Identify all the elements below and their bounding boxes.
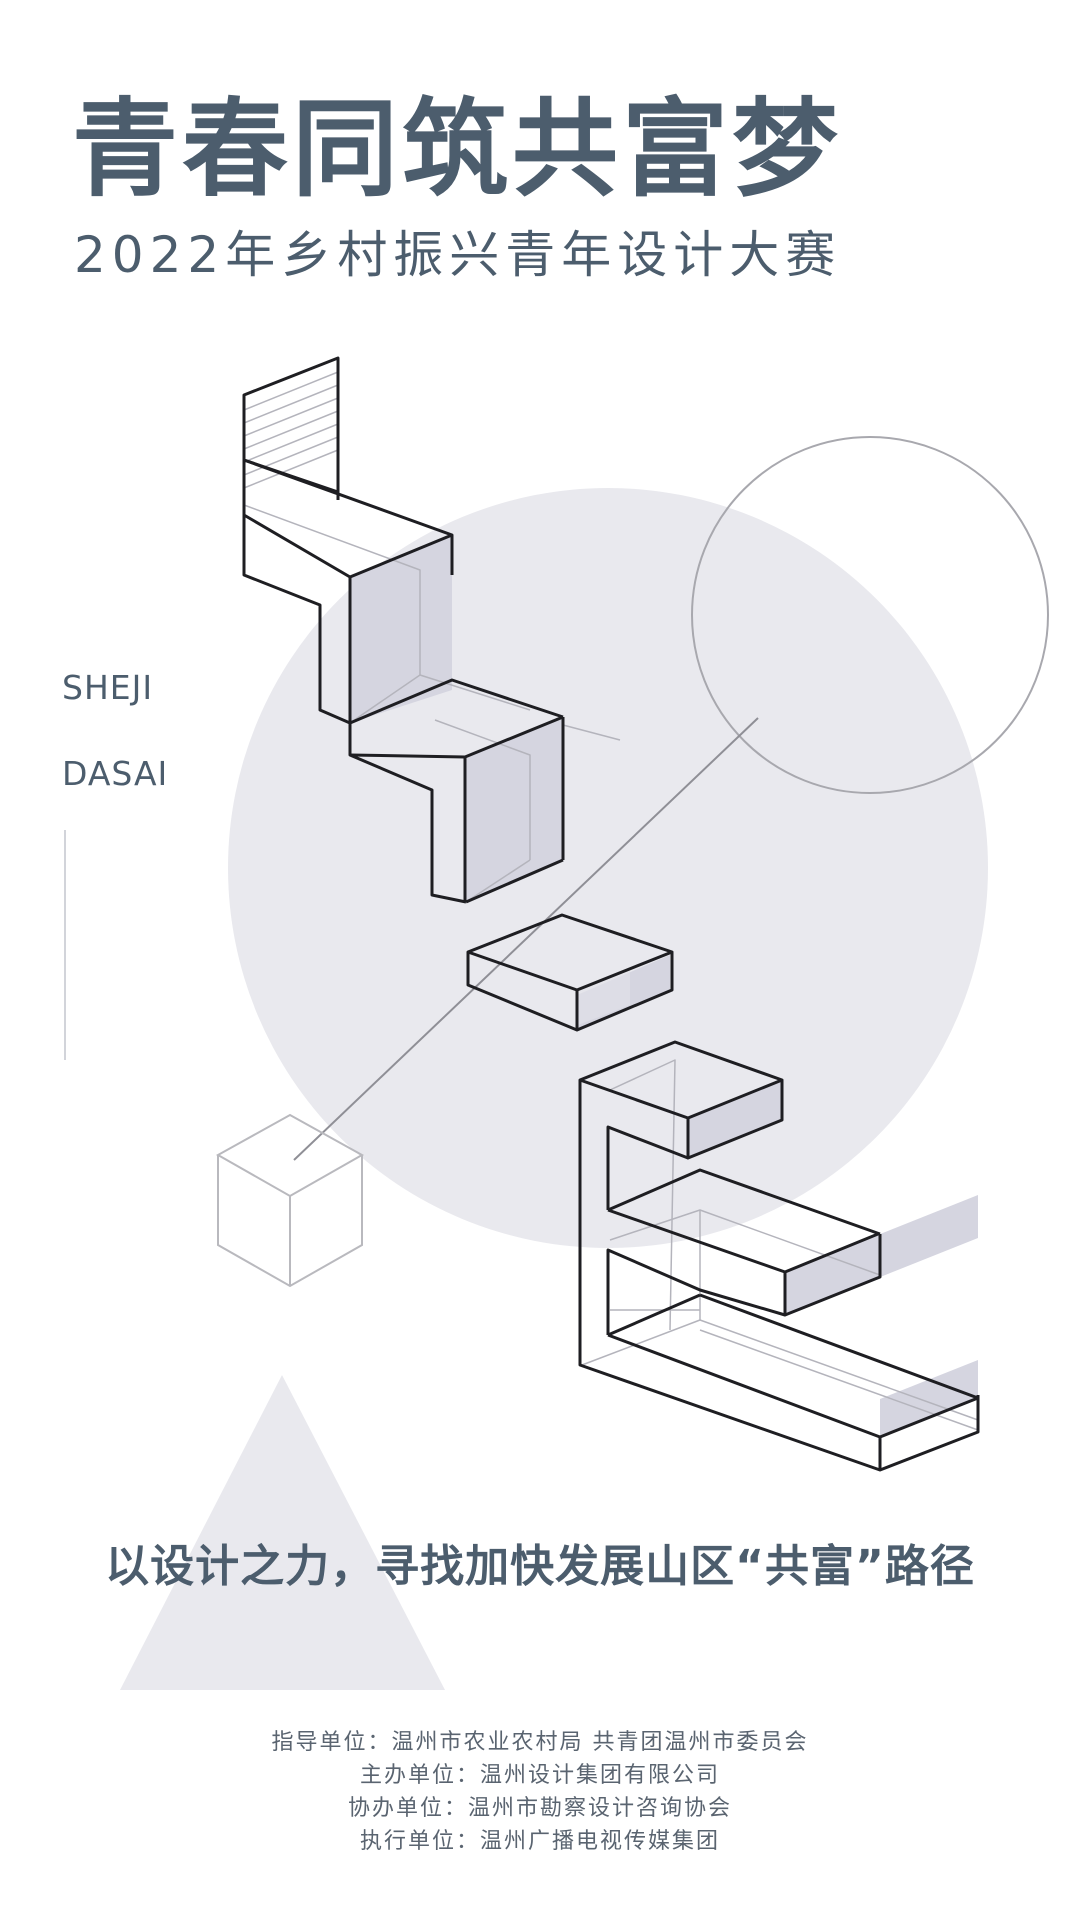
side-divider-line [64, 830, 66, 1060]
poster-title: 青春同筑共富梦 [72, 88, 842, 211]
side-word-sheji: SHEJI [62, 668, 154, 707]
background-triangle [120, 1375, 445, 1690]
organizer-credits: 指导单位：温州市农业农村局 共青团温州市委员会 主办单位：温州设计集团有限公司 … [0, 1726, 1080, 1858]
poster-subtitle: 2022年乡村振兴青年设计大赛 [74, 226, 842, 284]
wire-cube [215, 1113, 365, 1288]
credit-line-host-unit: 主办单位：温州设计集团有限公司 [359, 1763, 720, 1788]
credit-line-co-organizer: 协办单位：温州市勘察设计咨询协会 [347, 1796, 732, 1821]
outline-circle [691, 436, 1049, 794]
stair-structure [242, 356, 980, 1472]
diagonal-line [293, 717, 759, 1161]
credit-line-executive-unit: 执行单位：温州广播电视传媒集团 [359, 1829, 720, 1854]
credit-line-guiding-unit: 指导单位：温州市农业农村局 共青团温州市委员会 [271, 1730, 809, 1755]
side-word-dasai: DASAI [62, 754, 169, 793]
slogan: 以设计之力，寻找加快发展山区“共富”路径 [105, 1541, 975, 1592]
